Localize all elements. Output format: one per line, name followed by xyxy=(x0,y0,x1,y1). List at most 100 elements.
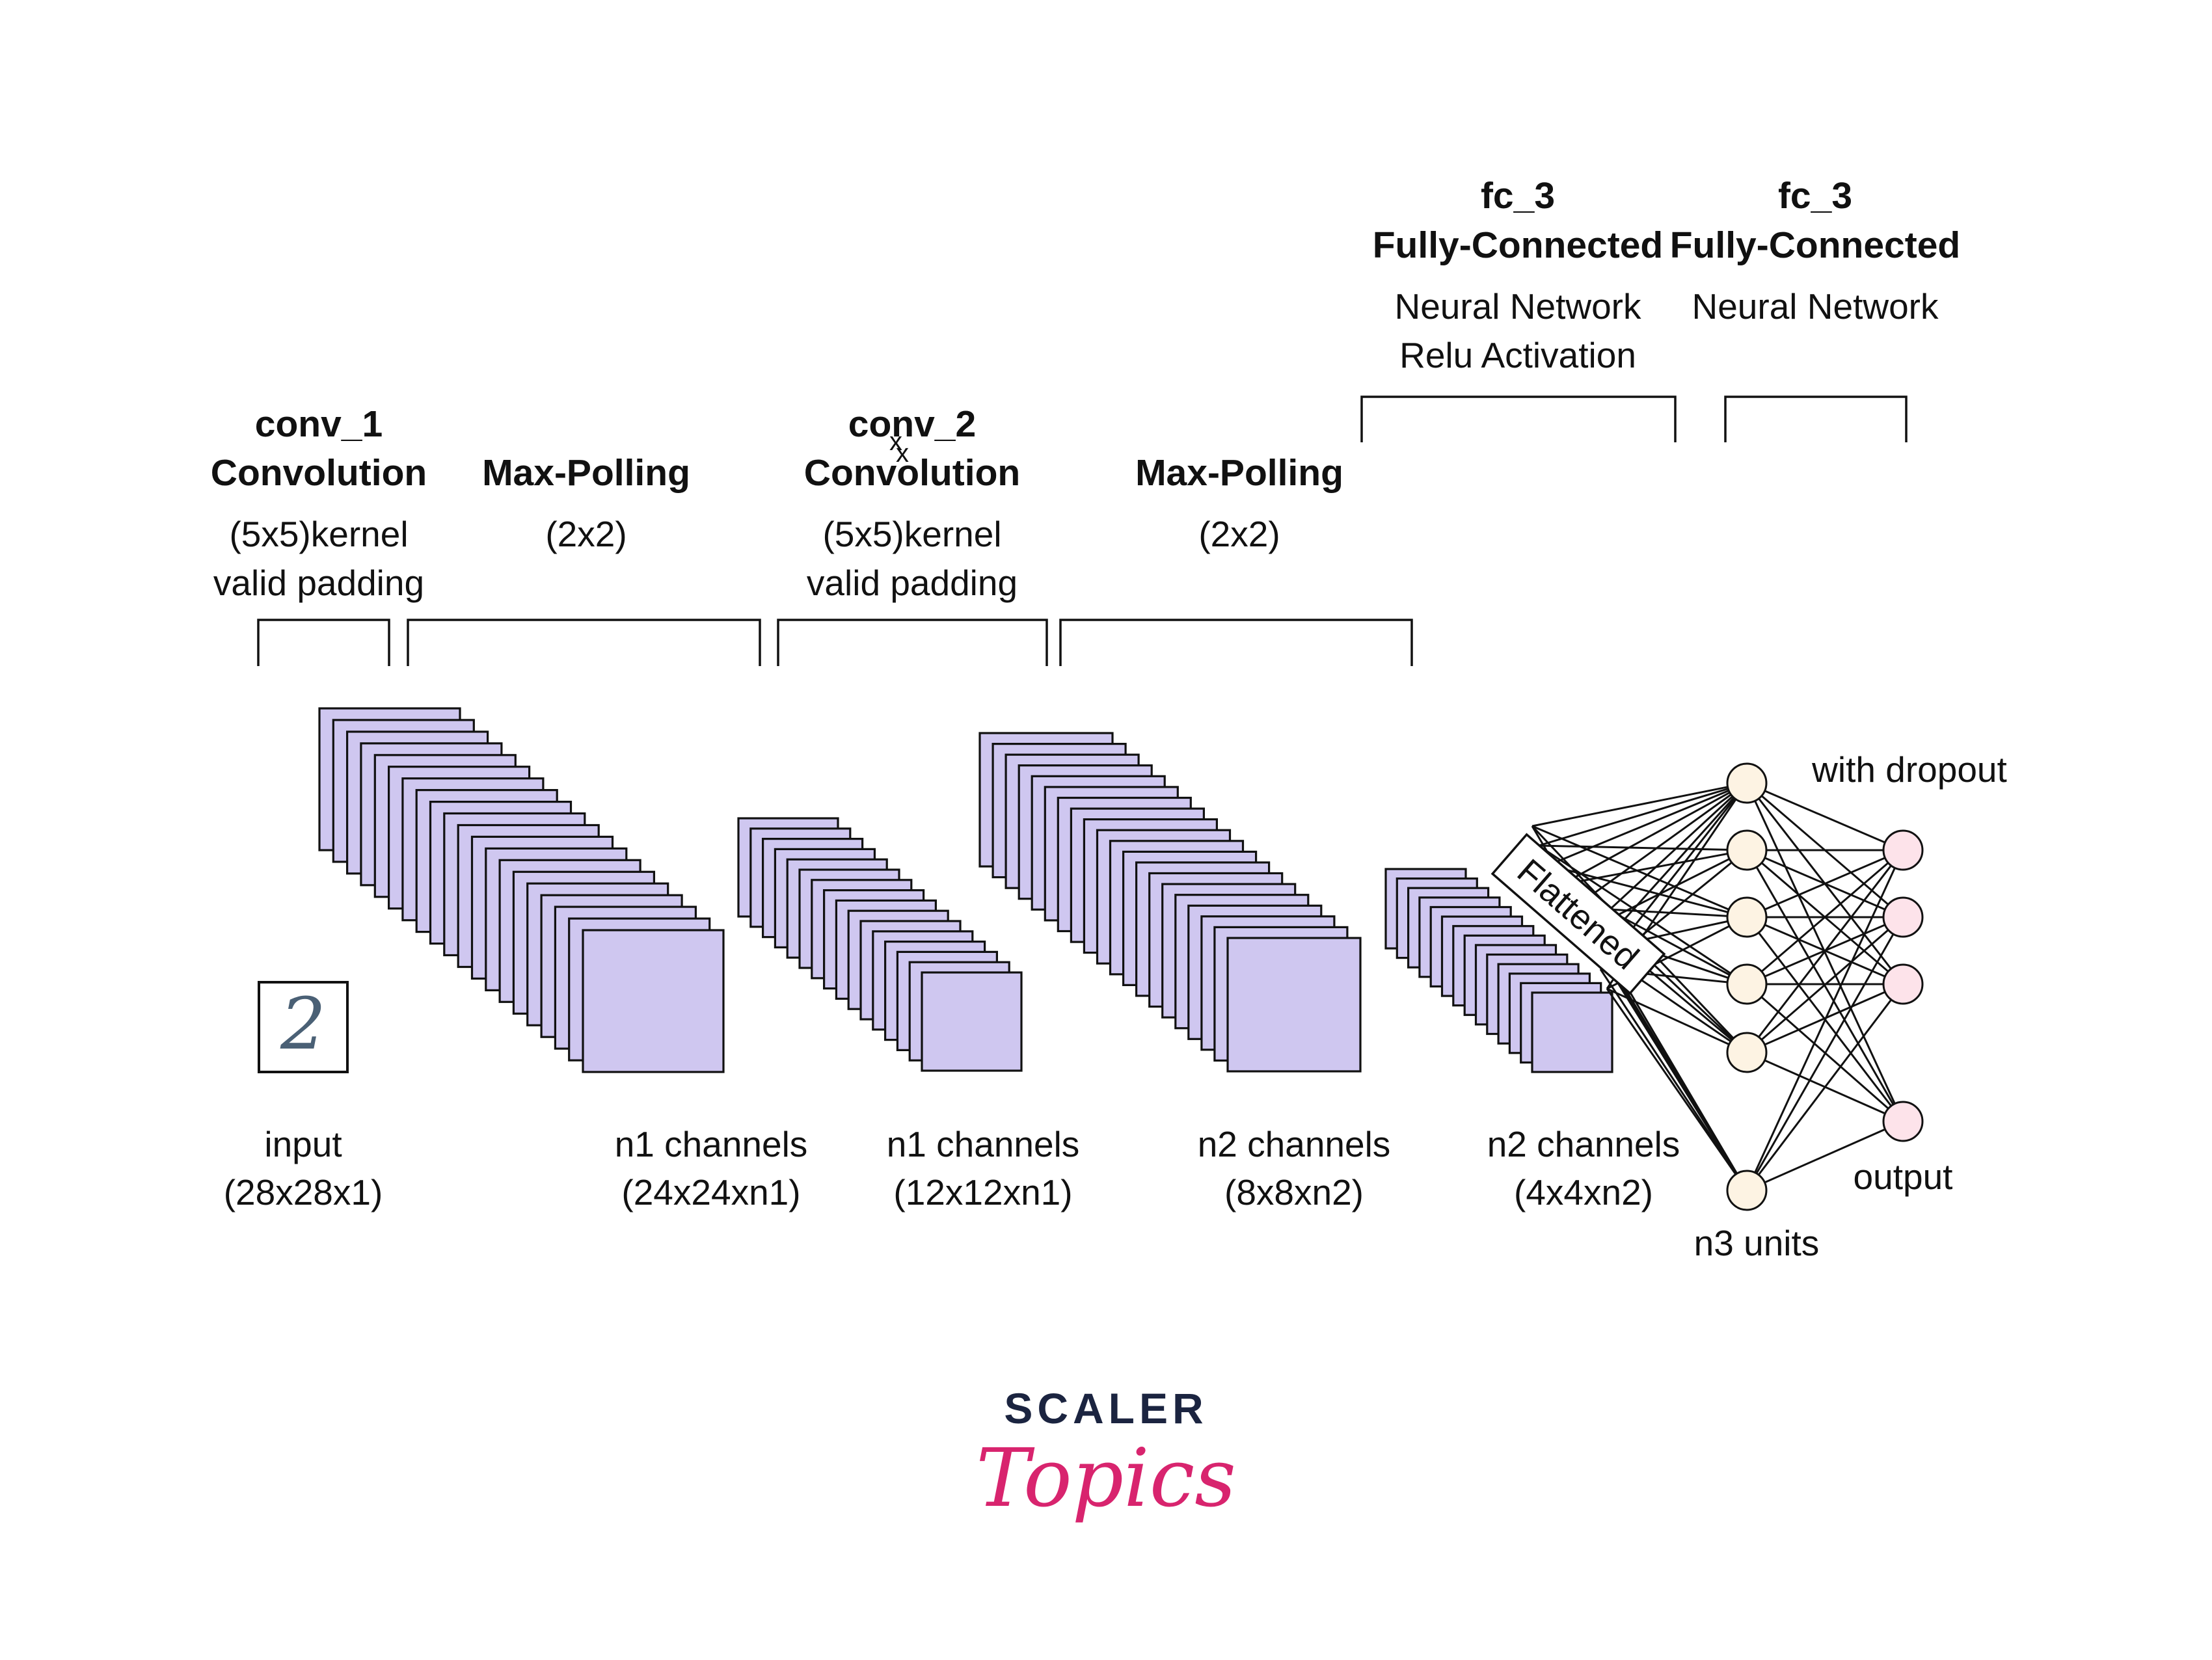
label-fc3b: fc_3 Fully-Connected Neural Network xyxy=(1670,175,1961,327)
label-pool1-out: n1 channels (12x12xn1) xyxy=(887,1124,1080,1212)
pool2-stack xyxy=(1384,868,1613,1073)
conv1-title: Convolution xyxy=(211,452,427,494)
label-input: input (28x28x1) xyxy=(224,1124,383,1212)
conv1-name: conv_1 xyxy=(255,403,383,445)
hidden-node xyxy=(1726,963,1768,1005)
input-shape: (28x28x1) xyxy=(224,1172,383,1212)
pool2-out-shape: (4x4xn2) xyxy=(1514,1172,1653,1212)
edge-input-hidden xyxy=(1538,844,1747,851)
edge-hidden-output xyxy=(1746,850,1904,1191)
logo-scaler: SCALER xyxy=(1004,1384,1207,1432)
pool1-title: Max-Polling xyxy=(482,452,690,494)
bracket-fc3a xyxy=(1360,395,1677,442)
pool2-title: Max-Polling xyxy=(1135,452,1343,494)
hidden-node xyxy=(1726,1170,1768,1211)
edge-input-hidden xyxy=(1531,825,1747,918)
network-nodes xyxy=(1726,762,1924,1211)
hidden-node xyxy=(1726,896,1768,938)
hidden-node xyxy=(1726,829,1768,871)
input-image-frame xyxy=(258,981,349,1073)
edge-input-hidden xyxy=(1606,987,1747,1054)
output-node xyxy=(1882,896,1924,938)
pool2-out-channels: n2 channels xyxy=(1487,1124,1680,1164)
logo-topics: Topics xyxy=(976,1432,1236,1525)
pool2-size: (2x2) xyxy=(1198,514,1280,554)
label-conv1: conv_1 Convolution (5x5)kernel valid pad… xyxy=(211,403,427,603)
label-fc3a: fc_3 Fully-Connected Neural Network Relu… xyxy=(1373,175,1664,375)
conv2-kernel: (5x5)kernel xyxy=(822,514,1001,554)
label-pool2: Max-Polling (2x2) xyxy=(1135,452,1343,554)
feature-map-stacks xyxy=(318,707,1613,1073)
output-node xyxy=(1882,963,1924,1005)
hidden-node xyxy=(1726,762,1768,804)
conv2-padding: valid padding xyxy=(807,563,1018,603)
edge-hidden-output xyxy=(1746,849,1904,918)
label-pool2-out: n2 channels (4x4xn2) xyxy=(1487,1124,1680,1212)
feature-map xyxy=(1226,937,1362,1073)
bracket-conv1 xyxy=(257,619,390,666)
fc3a-network: Neural Network xyxy=(1394,286,1641,327)
flattened-box xyxy=(1490,833,1666,995)
label-conv1-out: n1 channels (24x24xn1) xyxy=(615,1124,808,1212)
edge-input-hidden xyxy=(1596,949,1748,1191)
bracket-pool1 xyxy=(407,619,761,666)
output-label: output xyxy=(1854,1157,1953,1197)
fc3a-title: Fully-Connected xyxy=(1373,224,1664,266)
conv2-title: Convolution xyxy=(804,452,1020,494)
input-digit: 2 xyxy=(280,982,326,1065)
hidden-units-label: n3 units xyxy=(1694,1223,1820,1263)
conv2-stray-mark-2: x xyxy=(896,439,909,468)
edge-hidden-output xyxy=(1746,782,1904,851)
edge-input-hidden xyxy=(1548,782,1747,866)
feature-map xyxy=(582,929,725,1073)
conv1-out-shape: (24x24xn1) xyxy=(621,1172,800,1212)
input-image: 2 xyxy=(258,981,349,1073)
conv2-stray-mark: x xyxy=(889,427,902,456)
edge-input-hidden xyxy=(1574,782,1747,909)
fc3a-name: fc_3 xyxy=(1481,175,1555,217)
fc3b-network: Neural Network xyxy=(1692,286,1939,327)
scaler-topics-logo: SCALER Topics xyxy=(976,1384,1236,1525)
header-brackets xyxy=(257,395,1908,666)
hidden-node xyxy=(1726,1032,1768,1073)
edge-hidden-output xyxy=(1746,1120,1904,1192)
conv1-kernel: (5x5)kernel xyxy=(229,514,408,554)
edge-hidden-output xyxy=(1746,917,1904,1191)
edge-input-hidden xyxy=(1561,782,1747,886)
conv1-out-channels: n1 channels xyxy=(615,1124,808,1164)
conv2-name: conv_2 xyxy=(848,403,976,445)
input-title: input xyxy=(264,1124,342,1164)
dropout-label: with dropout xyxy=(1811,749,2007,790)
edge-input-hidden xyxy=(1531,782,1747,827)
bracket-conv2 xyxy=(777,619,1048,666)
bracket-fc3b xyxy=(1724,395,1908,442)
feature-map xyxy=(921,971,1023,1072)
pool1-stack xyxy=(737,817,1023,1072)
conv1-stack xyxy=(318,707,725,1073)
conv2-stack xyxy=(978,732,1362,1073)
edge-hidden-output xyxy=(1746,916,1904,1054)
bracket-pool2 xyxy=(1059,619,1413,666)
pool1-size: (2x2) xyxy=(545,514,627,554)
pool1-out-channels: n1 channels xyxy=(887,1124,1080,1164)
pool1-out-shape: (12x12xn1) xyxy=(893,1172,1072,1212)
fc3b-title: Fully-Connected xyxy=(1670,224,1961,266)
edge-input-hidden xyxy=(1538,782,1747,847)
conv1-padding: valid padding xyxy=(213,563,424,603)
edge-hidden-output xyxy=(1746,849,1904,985)
fc3b-name: fc_3 xyxy=(1778,175,1852,217)
label-conv2: conv_2 x x Convolution (5x5)kernel valid… xyxy=(804,403,1020,603)
edge-input-hidden xyxy=(1606,988,1748,1191)
conv2-out-channels: n2 channels xyxy=(1198,1124,1391,1164)
output-node xyxy=(1882,1101,1924,1142)
feature-map xyxy=(1531,991,1613,1073)
edge-hidden-output xyxy=(1746,984,1904,1191)
fc3a-activation: Relu Activation xyxy=(1399,335,1636,375)
label-conv2-out: n2 channels (8x8xn2) xyxy=(1198,1124,1391,1212)
label-pool1: Max-Polling (2x2) xyxy=(482,452,690,554)
edge-input-hidden xyxy=(1586,782,1748,931)
output-node xyxy=(1882,829,1924,871)
conv2-out-shape: (8x8xn2) xyxy=(1224,1172,1364,1212)
